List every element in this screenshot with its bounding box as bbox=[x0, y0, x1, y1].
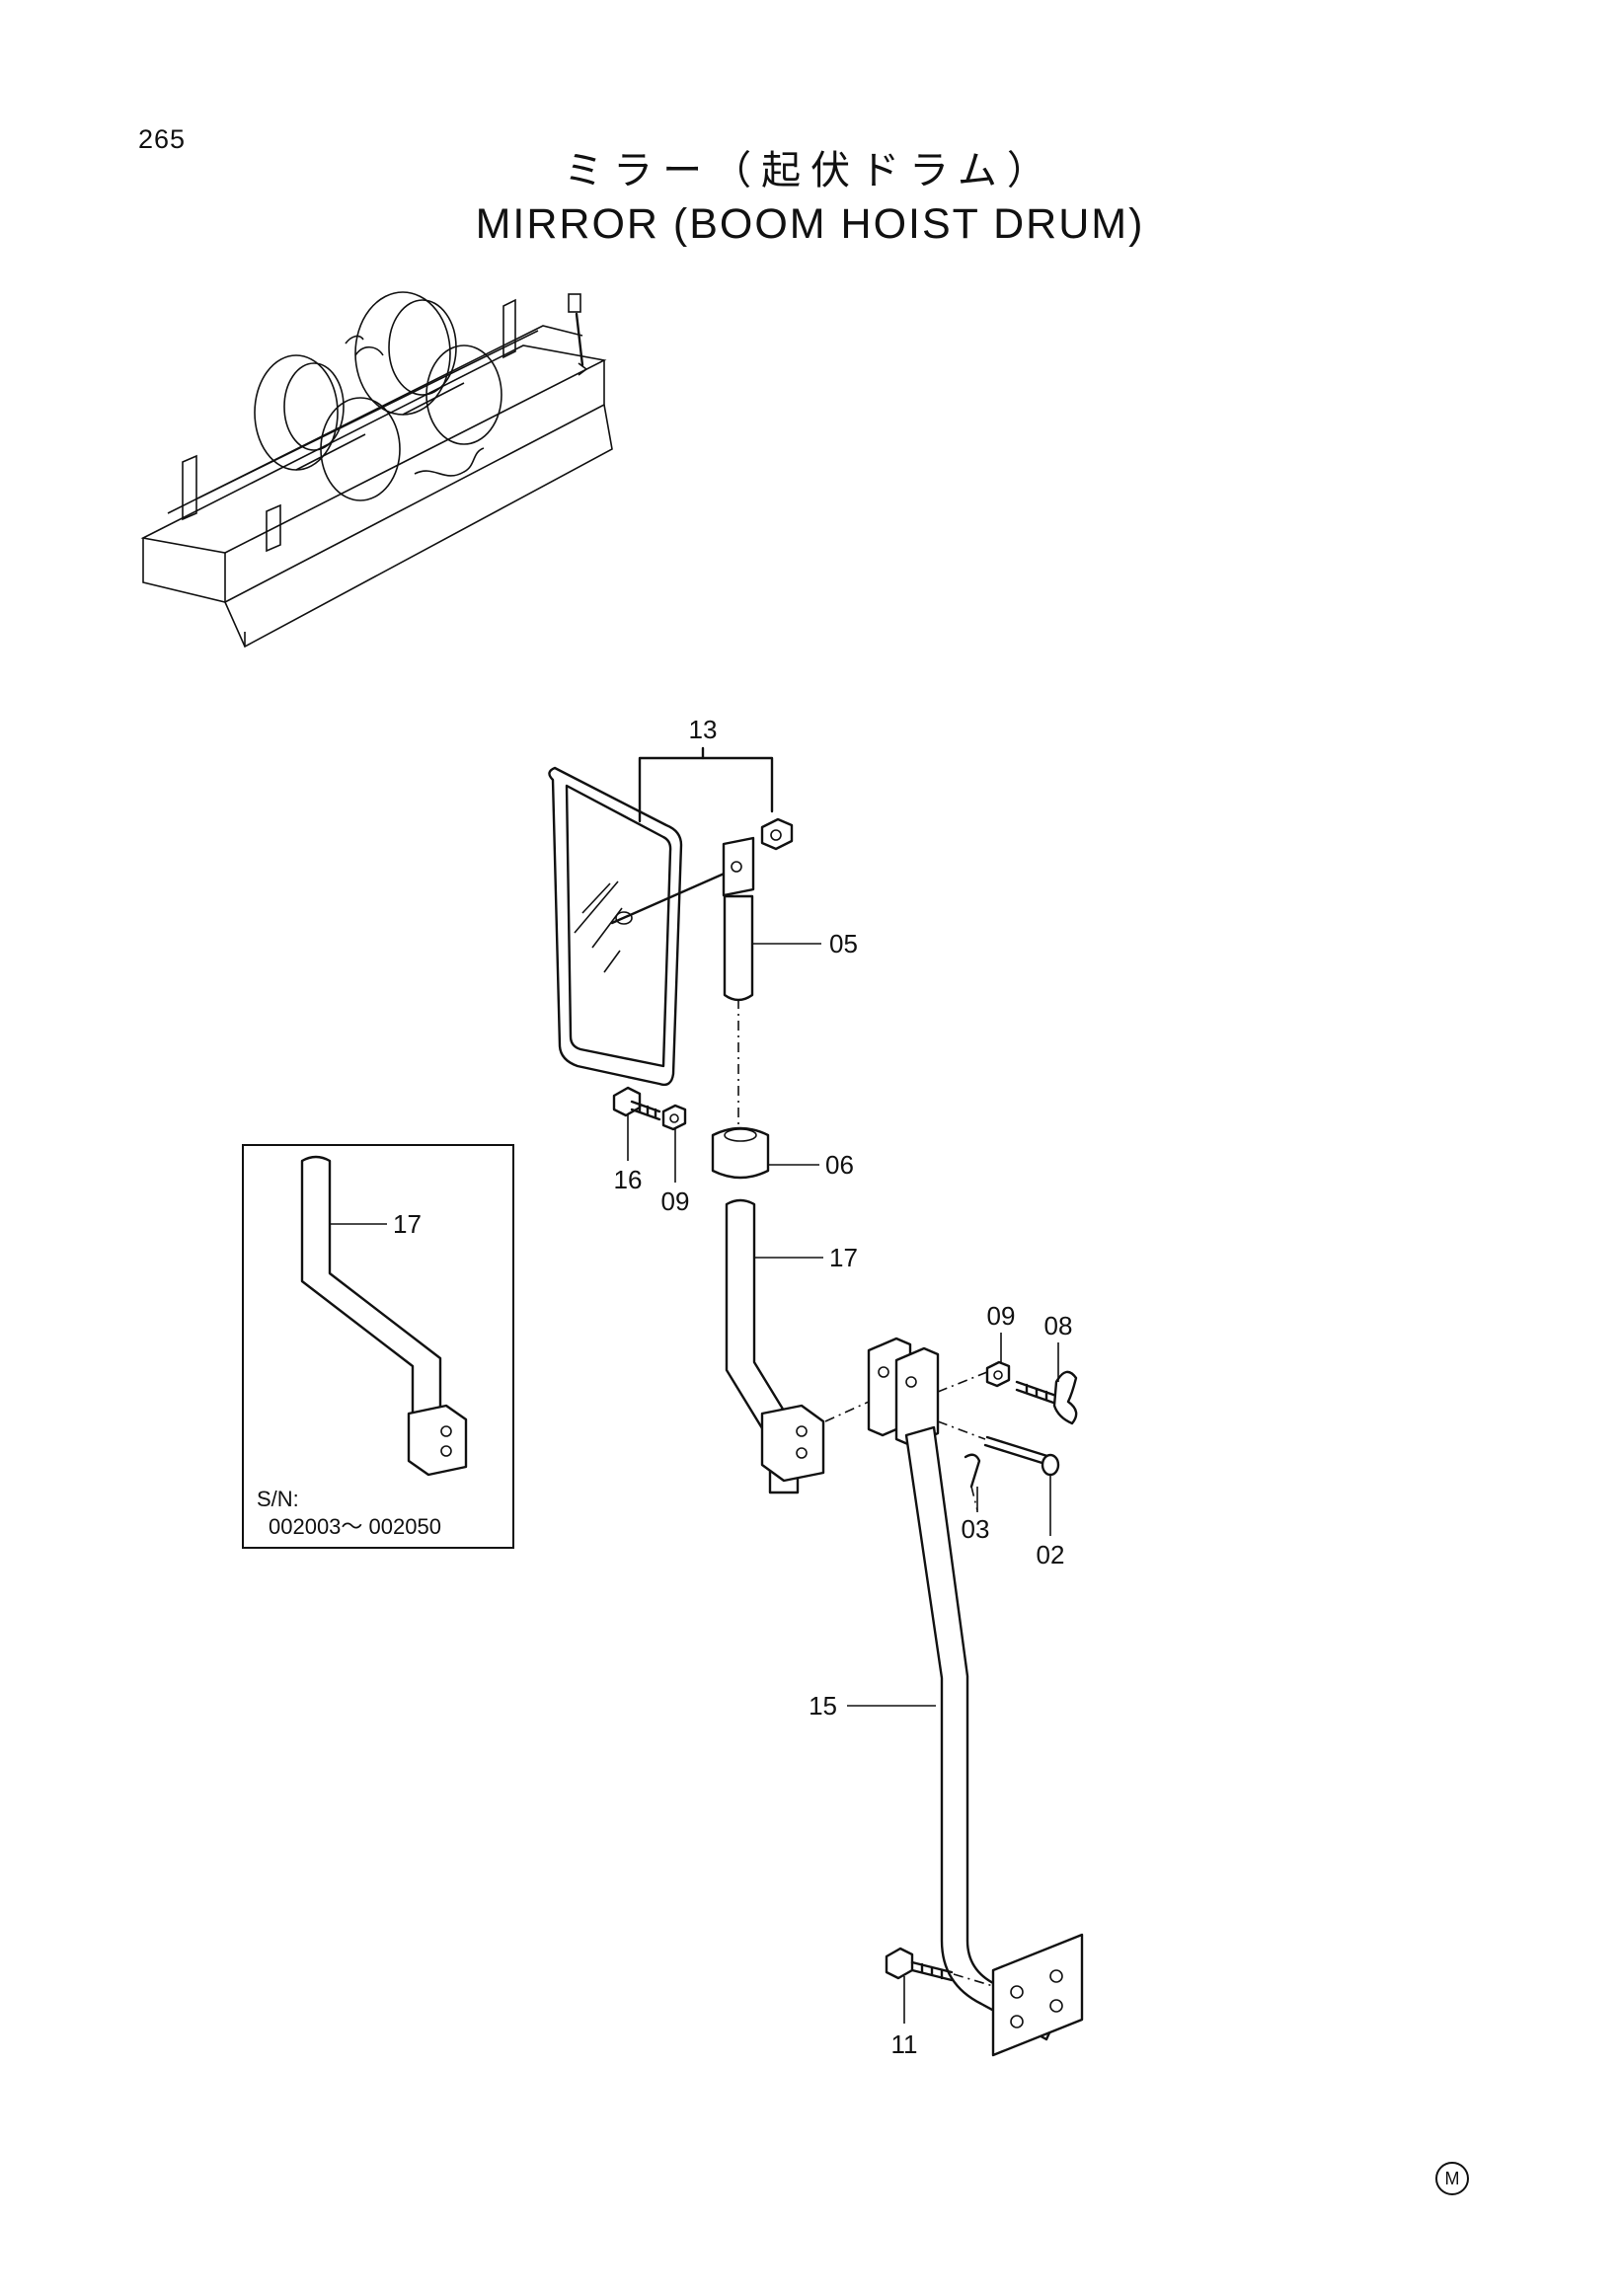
nut-09-upper bbox=[661, 1104, 687, 1131]
manufacturer-mark: M bbox=[1435, 2162, 1469, 2195]
callout-16: 16 bbox=[614, 1165, 643, 1194]
callout-09-lower: 09 bbox=[987, 1301, 1016, 1331]
bolt-16 bbox=[612, 1086, 661, 1121]
pin-02 bbox=[937, 1420, 1060, 1477]
callout-15: 15 bbox=[809, 1691, 837, 1721]
page-number: 265 bbox=[138, 124, 187, 154]
serial-label: S/N: bbox=[257, 1487, 299, 1511]
callout-05: 05 bbox=[829, 929, 858, 958]
arm-17 bbox=[725, 1198, 825, 1494]
callout-17-inset: 17 bbox=[393, 1209, 422, 1239]
callout-09-upper: 09 bbox=[661, 1186, 690, 1216]
location-overview-drawing bbox=[140, 291, 613, 649]
nut-09-lower bbox=[985, 1360, 1011, 1388]
wing-bolt-08 bbox=[1015, 1370, 1078, 1425]
bolt-11 bbox=[885, 1947, 994, 1987]
callout-11: 11 bbox=[891, 2029, 918, 2059]
callout-03: 03 bbox=[962, 1514, 990, 1544]
callout-labels: 13 05 16 09 06 17 09 08 03 02 15 11 bbox=[614, 715, 1073, 2059]
inset-frame bbox=[242, 1144, 514, 1549]
callout-06: 06 bbox=[825, 1150, 854, 1180]
clamp-plates bbox=[824, 1337, 988, 1447]
serial-inset: 17 S/N: 002003～ 002050 bbox=[242, 1144, 514, 1549]
mirror-assembly bbox=[548, 746, 794, 1087]
page-title-english: MIRROR (BOOM HOIST DRUM) bbox=[475, 200, 1145, 248]
serial-range: 002003～ 002050 bbox=[269, 1514, 441, 1539]
cotter-pin-03 bbox=[964, 1453, 981, 1511]
callout-13: 13 bbox=[689, 715, 718, 744]
leader-lines bbox=[627, 943, 1059, 2024]
callout-17: 17 bbox=[829, 1243, 858, 1272]
stay-15 bbox=[904, 1425, 1084, 2057]
callout-02: 02 bbox=[1037, 1540, 1065, 1569]
rod-05 bbox=[723, 894, 754, 1125]
page-title-japanese: ミラー（起伏ドラム） bbox=[564, 148, 1056, 193]
callout-08: 08 bbox=[1044, 1311, 1073, 1340]
spacer-06 bbox=[711, 1126, 770, 1180]
